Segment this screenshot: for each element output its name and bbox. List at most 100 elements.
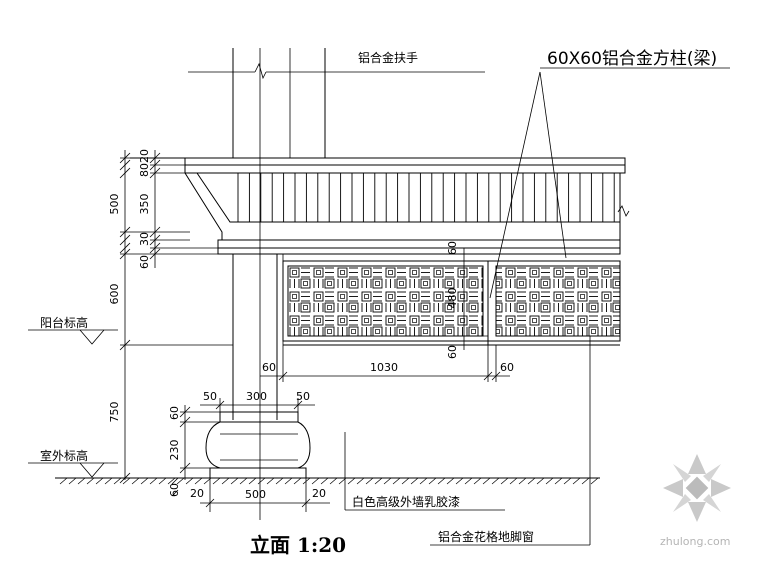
drawing-line [419, 477, 428, 485]
drawing-line [356, 477, 365, 485]
drawing-line [179, 416, 191, 428]
ground [55, 477, 600, 485]
handrail [130, 157, 626, 174]
drawing-line [149, 477, 158, 485]
dim-50-left: 50 [203, 390, 217, 403]
drawing-line [392, 477, 401, 485]
dim-60-post: 60 [262, 361, 276, 374]
drawing-line [167, 477, 176, 485]
drawing-line [230, 477, 239, 485]
drawing-line [140, 477, 149, 485]
leaders [344, 67, 730, 546]
outdoor-level-label: 室外标高 [40, 448, 88, 463]
dim-300: 300 [246, 390, 267, 403]
drawing-line [185, 477, 194, 485]
drawing-line [302, 477, 311, 485]
dim-1030: 1030 [370, 361, 398, 374]
handrail-label: 铝合金扶手 [358, 50, 418, 65]
drawing-line [500, 477, 509, 485]
watermark-text: zhulong.com [660, 535, 730, 548]
lattice-panels [282, 260, 621, 346]
left-dimension-chain: 20 80 500 350 30 60 600 750 60 230 60 [108, 149, 233, 497]
drawing-line [95, 477, 104, 485]
drawing-line [491, 477, 500, 485]
panel-dimensions: 60 480 60 60 1030 60 [260, 241, 514, 382]
drawing-line [581, 477, 590, 485]
drawing-line [239, 477, 248, 485]
base-dimensions: 50 300 50 20 500 20 [190, 390, 330, 512]
dim-60-base: 60 [168, 406, 181, 420]
drawing-line [320, 477, 329, 485]
drawing-line [590, 477, 599, 485]
drawing-line [179, 406, 191, 418]
outdoor-level-marker: 室外标高 [28, 448, 118, 478]
drawing-line [221, 477, 230, 485]
drawing-line [446, 477, 455, 485]
dim-20-bottom-left: 20 [190, 487, 204, 500]
dim-60-panel-top: 60 [446, 241, 459, 255]
drawing-line [119, 226, 131, 238]
drawing-line [572, 477, 581, 485]
drawing-line [119, 472, 131, 484]
drawing-line [401, 477, 410, 485]
drawing-line [59, 477, 68, 485]
dim-500-bottom: 500 [245, 488, 266, 501]
drawing-line [149, 242, 161, 254]
drawing-line [131, 477, 140, 485]
drawing-line [113, 477, 122, 485]
dim-30: 30 [138, 232, 151, 246]
drawing-line [437, 477, 446, 485]
dim-230: 230 [168, 440, 181, 461]
dim-600: 600 [108, 284, 121, 305]
drawing-line [158, 477, 167, 485]
drawing-line [194, 477, 203, 485]
drawing-line [149, 226, 161, 238]
drawing-line [284, 477, 293, 485]
upper-balustrade [184, 172, 630, 241]
drawing-line [410, 477, 419, 485]
drawing-line [347, 477, 356, 485]
drawing-line [266, 477, 275, 485]
paint-label: 白色高级外墙乳胶漆 [352, 494, 460, 509]
drawing-line [527, 477, 536, 485]
dim-20-bottom-right: 20 [312, 487, 326, 500]
column-label: 60X60铝合金方柱(梁) [547, 49, 717, 69]
drawing-line [119, 242, 131, 254]
drawing-line [248, 477, 257, 485]
drawing-line [176, 477, 185, 485]
drawing-line [68, 477, 77, 485]
drawing-line [473, 477, 482, 485]
drawing-line [119, 159, 131, 171]
drawing-line [482, 477, 491, 485]
drawing-line [311, 477, 320, 485]
drawing-line [119, 248, 131, 260]
drawing-line [464, 477, 473, 485]
drawing-line [275, 477, 284, 485]
drawing-line [149, 234, 161, 246]
drawing-line [149, 248, 161, 260]
drawing-line [77, 477, 86, 485]
upper-column [188, 48, 485, 520]
dim-20-top: 20 [138, 149, 151, 163]
dim-500: 500 [108, 194, 121, 215]
drawing-line [374, 477, 383, 485]
dim-50-right: 50 [296, 390, 310, 403]
dim-750: 750 [108, 402, 121, 423]
drawing-line [149, 167, 161, 179]
drawing-line [119, 234, 131, 246]
dim-350: 350 [138, 194, 151, 215]
dim-80: 80 [138, 163, 151, 177]
drawing-line [455, 477, 464, 485]
drawing-line [257, 477, 266, 485]
drawing-line [119, 167, 131, 179]
drawing-line [545, 477, 554, 485]
drawing-line [179, 462, 191, 474]
drawing-line [119, 339, 131, 351]
drawing-line [293, 477, 302, 485]
drawing-line [383, 477, 392, 485]
balcony-level-marker: 阳台标高 [28, 315, 118, 345]
column-base [205, 411, 311, 479]
drawing-line [518, 477, 527, 485]
drawing-line [86, 477, 95, 485]
